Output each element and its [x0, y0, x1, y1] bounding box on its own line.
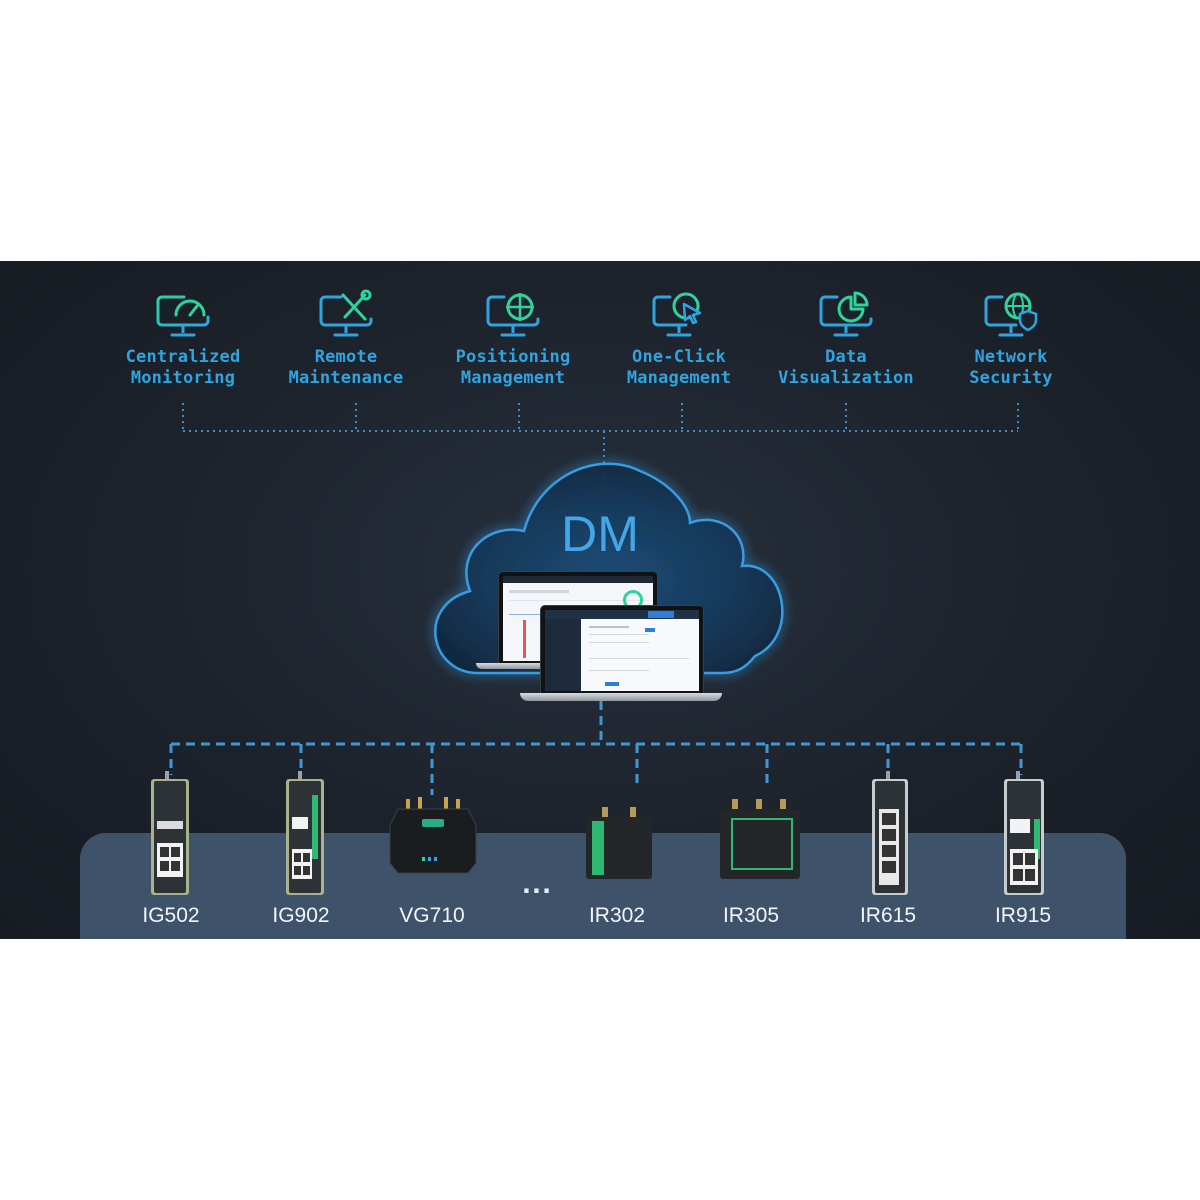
- vehicle-router-icon: [389, 797, 477, 874]
- speedometer-monitor-icon: [156, 295, 210, 337]
- laptop-device-manager: [520, 605, 722, 743]
- din-rail-edge-gateway-icon: [286, 771, 324, 895]
- din-rail-gateway-icon: [151, 771, 189, 895]
- device-label-ir302: IR302: [588, 904, 646, 927]
- device-label-ig902: IG902: [272, 904, 330, 927]
- device-label-ir615: IR615: [859, 904, 917, 927]
- device-label-vg710: VG710: [399, 904, 465, 927]
- compact-router-icon: [586, 807, 652, 879]
- more-devices-ellipsis: ...: [521, 871, 553, 899]
- crosshair-globe-monitor-icon: [486, 293, 540, 337]
- cursor-click-monitor-icon: [652, 292, 702, 337]
- compact-router-icon: [720, 799, 800, 879]
- pie-chart-monitor-icon: [819, 291, 873, 337]
- wrench-screwdriver-monitor-icon: [319, 289, 373, 337]
- device-label-ir915: IR915: [994, 904, 1052, 927]
- din-rail-router-icon: [1004, 771, 1044, 895]
- device-label-ir305: IR305: [722, 904, 780, 927]
- globe-shield-monitor-icon: [984, 292, 1038, 337]
- device-label-ig502: IG502: [142, 904, 200, 927]
- dm-title: DM: [561, 506, 639, 562]
- din-rail-router-icon: [872, 771, 908, 895]
